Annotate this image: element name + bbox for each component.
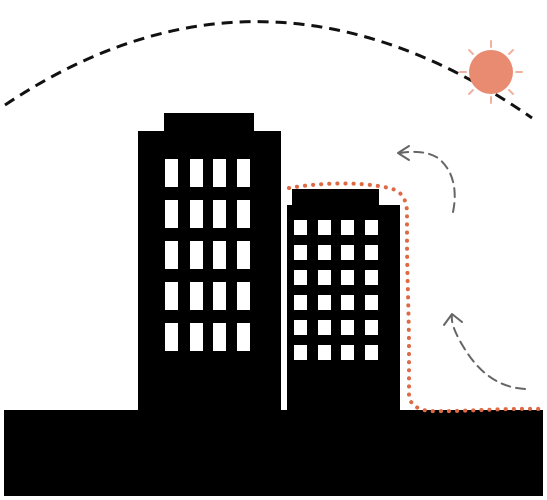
sun-path-arc — [5, 22, 532, 118]
sun-icon — [460, 41, 522, 103]
upper-arrow-curve — [400, 152, 455, 212]
tall-building-body — [138, 131, 281, 413]
short-building-top — [292, 189, 379, 207]
lower-arrow-curve — [452, 315, 525, 389]
lower-arrow-head — [444, 314, 462, 325]
lower-airflow-arrow — [444, 314, 525, 389]
upper-airflow-arrow — [398, 146, 455, 212]
tall-building-top — [164, 113, 254, 133]
tall-building — [138, 113, 281, 413]
sun-disc — [469, 50, 513, 94]
ground-block — [4, 410, 543, 496]
